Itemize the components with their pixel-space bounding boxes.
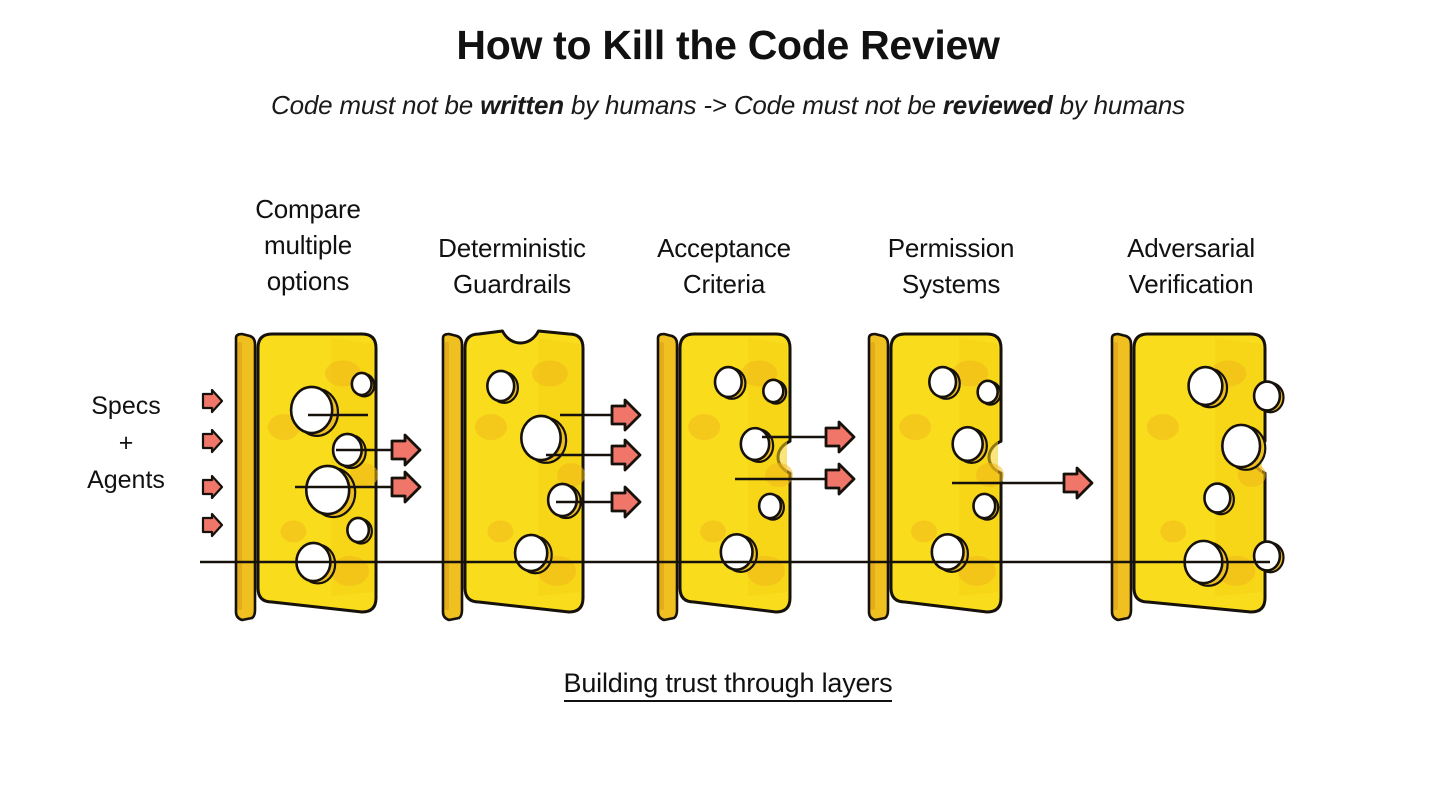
cheese-slice-4-spot-4 — [957, 555, 996, 586]
cheese-slice-4-hole-4 — [972, 492, 997, 520]
cheese-slice-5-hole-2 — [1252, 380, 1282, 412]
page-title: How to Kill the Code Review — [456, 22, 1000, 68]
cheese-slice-4-hole-3 — [951, 425, 984, 463]
subtitle-part-0: Code must not be — [271, 90, 481, 120]
cheese-slice-4-spot-5 — [911, 520, 937, 543]
layer-label-5-line-1: Adversarial — [1127, 233, 1255, 263]
cheese-slice-2-spot-2 — [531, 360, 568, 387]
layer-label-1-line-3: options — [266, 265, 350, 296]
cheese-slice-5-hole-4 — [1203, 482, 1232, 514]
cheese-slice-5-hole-3 — [1221, 423, 1262, 469]
cheese-slice-2-side-shadow — [444, 342, 449, 610]
input-label-line-2: + — [118, 429, 134, 457]
cheese-slice-2-spot-1 — [474, 414, 507, 441]
cheese-slice-2-shading — [538, 338, 580, 596]
arrow-l2-l3-1 — [610, 398, 642, 432]
input-label-line-1: Specs — [91, 392, 161, 420]
cheese-slice-1-hole-5 — [346, 516, 371, 544]
cheese-slice-3[interactable] — [656, 332, 793, 622]
cheese-slice-3-hole-4 — [757, 492, 783, 520]
layer-label-2: Deterministic Guardrails — [400, 231, 624, 303]
layer-label-5-line-2: Verification — [1128, 268, 1254, 299]
cheese-slice-5-hole-1 — [1187, 365, 1224, 407]
cheese-slice-4-spot-2 — [952, 360, 989, 387]
arrow-l3-l4-2 — [824, 462, 856, 496]
layer-label-2-line-1: Deterministic — [438, 233, 586, 263]
cheese-slice-2-hole-1 — [486, 369, 516, 403]
flow-arrows — [200, 388, 1270, 564]
arrow-l2-l3-2 — [610, 438, 642, 472]
cheese-slice-5-spot-5 — [1160, 520, 1187, 543]
diagram-caption: Building trust through layers — [0, 668, 1456, 702]
layer-label-1-line-1: Compare — [255, 194, 361, 224]
cheese-slice-3-hole-3 — [739, 426, 771, 462]
arrow-l3-l4-1 — [824, 420, 856, 454]
page-subtitle: Code must not be written by humans -> Co… — [0, 90, 1456, 121]
input-arrow-3 — [201, 474, 224, 500]
layer-label-1: Compare multiple options — [228, 192, 388, 300]
subtitle-emphasis-reviewed: reviewed — [942, 90, 1053, 120]
cheese-slice-1-side-shadow — [237, 342, 242, 610]
cheese-slices — [234, 329, 1285, 622]
cheese-slice-5-side-shadow — [1113, 342, 1118, 610]
layer-label-2-line-2: Guardrails — [453, 268, 571, 299]
cheese-slice-4-spot-1 — [899, 414, 932, 441]
subtitle-part-4: by humans — [1052, 90, 1186, 120]
cheese-slice-3-side-shadow — [659, 342, 664, 610]
cheese-slice-3-spot-1 — [688, 414, 721, 441]
input-label: Specs + Agents — [40, 388, 212, 499]
cheese-slice-3-hole-5 — [719, 532, 754, 572]
cheese-slice-4-hole-2 — [976, 379, 999, 405]
cheese-slice-4-spot-3 — [976, 463, 1004, 487]
cheese-slice-1-spot-5 — [280, 520, 307, 543]
cheese-slice-4[interactable] — [867, 332, 1004, 622]
cheese-slice-1-spot-4 — [331, 555, 370, 586]
cheese-slice-3-hole-1 — [713, 365, 743, 399]
subtitle-part-2: by humans -> Code must not be — [563, 90, 943, 120]
layer-label-3-line-1: Acceptance — [657, 233, 791, 263]
layer-label-4: Permission Systems — [856, 231, 1046, 303]
cheese-slice-4-side-shadow — [870, 342, 875, 610]
cheese-slice-1-spot-3 — [350, 463, 379, 487]
arrow-l4-l5-1 — [1062, 466, 1094, 500]
cheese-slice-3-spot-4 — [746, 555, 785, 586]
cheese-slice-1-hole-1 — [289, 385, 334, 435]
cheese-slice-3-spot-5 — [700, 520, 726, 543]
layer-label-3: Acceptance Criteria — [628, 231, 820, 303]
cheese-slice-5-hole-6 — [1252, 540, 1282, 572]
input-arrow-2 — [201, 428, 224, 454]
cheese-slice-2-hole-2 — [520, 414, 562, 462]
subtitle-emphasis-written: written — [480, 90, 564, 120]
cheese-slice-4-hole-1 — [928, 365, 958, 399]
layer-label-5: Adversarial Verification — [1098, 231, 1284, 303]
diagram-caption-text: Building trust through layers — [563, 668, 893, 702]
cheese-slice-1-hole-4 — [304, 464, 351, 516]
cheese-slice-2-hole-3 — [546, 482, 579, 518]
layer-label-4-line-2: Systems — [901, 268, 1001, 299]
cheese-slice-1-hole-2 — [350, 371, 373, 397]
cheese-slice-2-spot-3 — [557, 463, 586, 487]
cheese-slice-2[interactable] — [441, 329, 586, 622]
cheese-slice-3-hole-2 — [762, 378, 785, 404]
cheese-slice-1[interactable] — [234, 332, 379, 622]
layer-label-3-line-2: Criteria — [682, 268, 766, 299]
input-arrow-1 — [201, 388, 224, 414]
input-label-line-3: Agents — [87, 466, 165, 494]
cheese-slice-2-hole-4 — [513, 533, 549, 573]
arrow-l1-l2-1 — [390, 433, 422, 467]
layer-label-1-line-2: multiple — [264, 229, 352, 260]
input-arrow-4 — [201, 512, 224, 538]
cheese-slice-2-spot-5 — [487, 520, 514, 543]
layer-label-4-line-1: Permission — [887, 233, 1015, 263]
arrow-l1-l2-2 — [390, 470, 422, 504]
cheese-slice-5-spot-1 — [1146, 414, 1179, 441]
arrow-l2-l3-3 — [610, 485, 642, 519]
cheese-slice-3-spot-3 — [765, 463, 793, 487]
cheese-slice-5[interactable] — [1110, 332, 1285, 622]
cheese-slice-4-hole-5 — [930, 532, 965, 572]
